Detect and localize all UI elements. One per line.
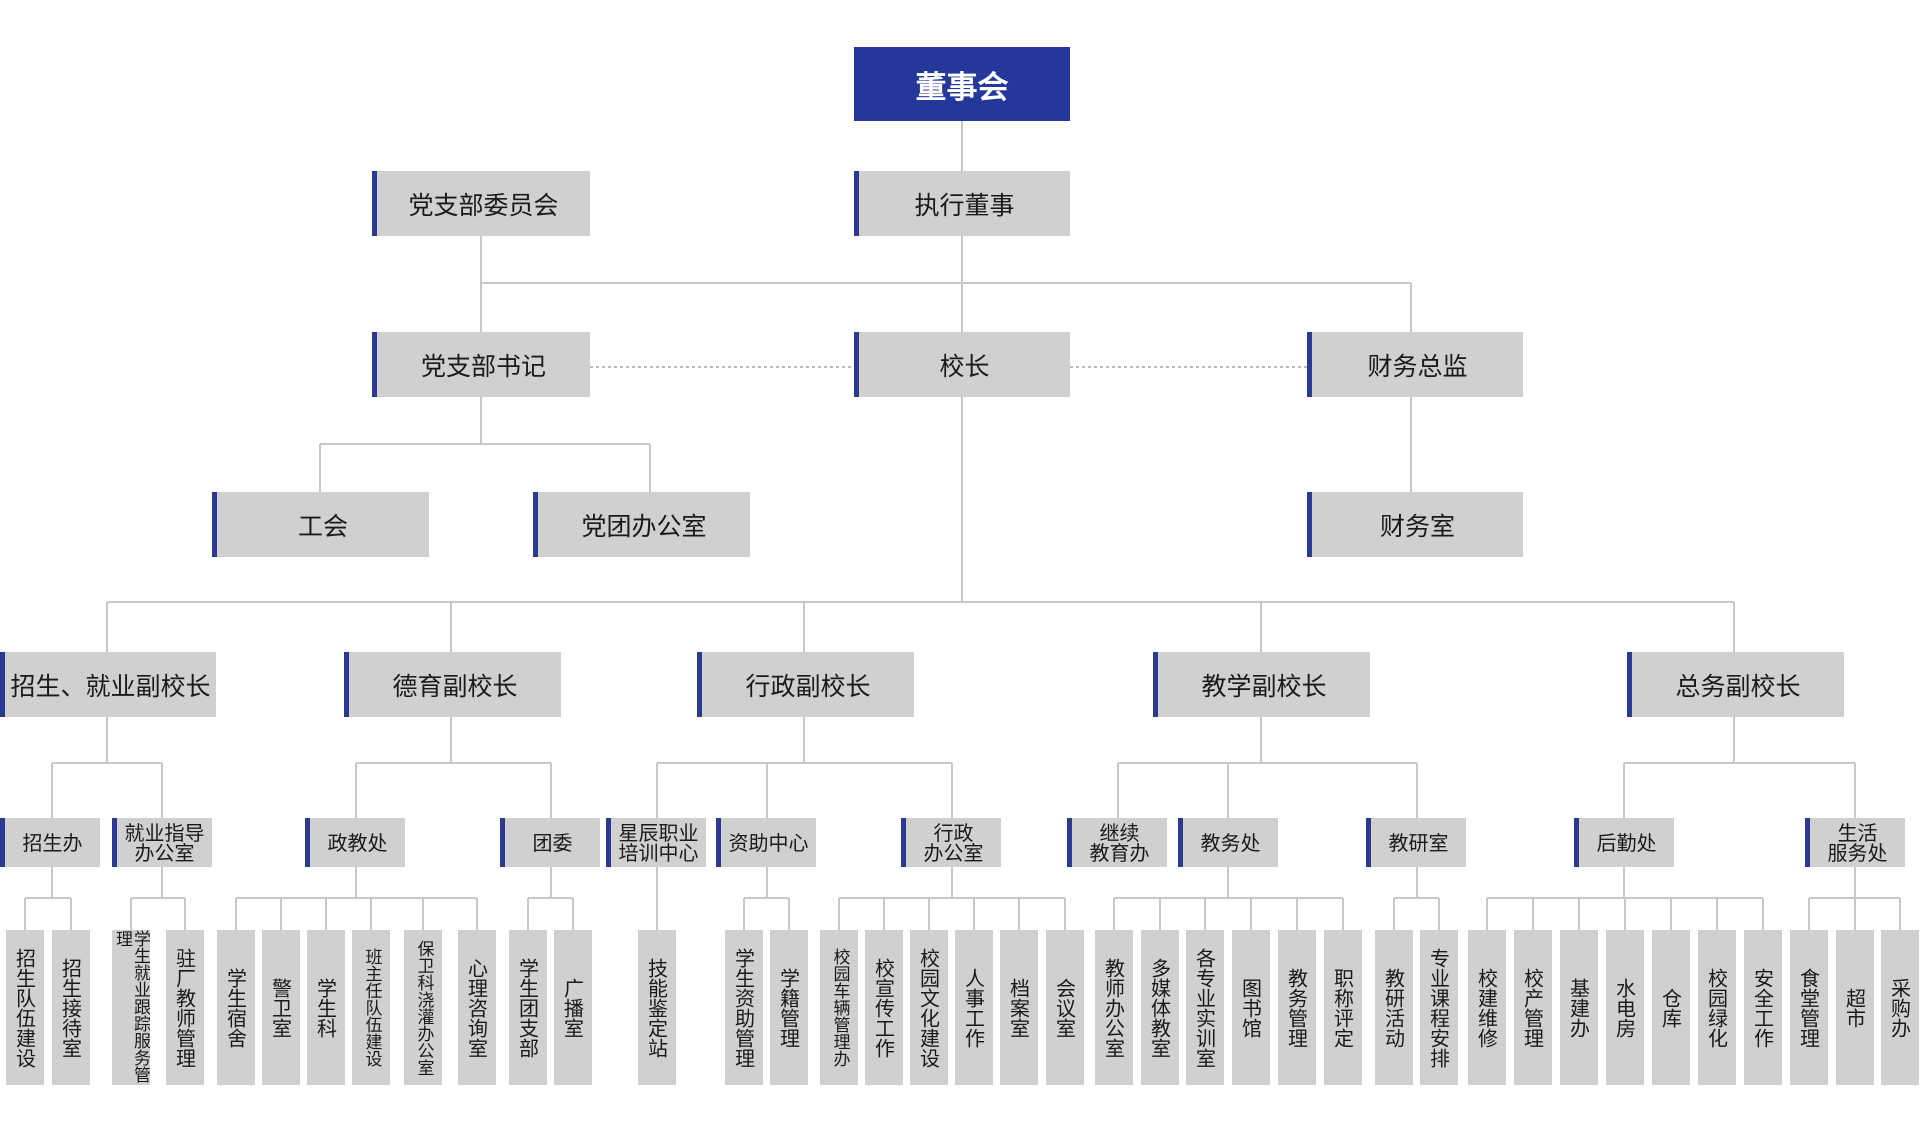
leaf-logistics-6: 安全工作 <box>1744 930 1782 1085</box>
leaf-logistics-3: 水电房 <box>1606 930 1644 1085</box>
dept-life-box: 生活 服务处 <box>1805 818 1905 867</box>
dept-academic-box: 教务处 <box>1178 818 1278 867</box>
leaf-academic-4: 教务管理 <box>1278 930 1316 1085</box>
leaf-academic-3: 图书馆 <box>1232 930 1270 1085</box>
leaf-academic-2: 各专业实训室 <box>1186 930 1224 1085</box>
vp-general-box: 总务副校长 <box>1627 652 1844 717</box>
leaf-academic-1: 多媒体教室 <box>1141 930 1179 1085</box>
leaf-logistics-0: 校建维修 <box>1468 930 1506 1085</box>
leaf-admin-office-1: 校宣传工作 <box>865 930 903 1085</box>
dept-admin-office-box: 行政 办公室 <box>901 818 1001 867</box>
leaf-politics-0: 学生宿舍 <box>217 930 255 1085</box>
union-box: 工会 <box>212 492 429 557</box>
dept-aid-box: 资助中心 <box>716 818 816 867</box>
dept-enroll-office-box: 招生办 <box>0 818 100 867</box>
leaf-employment-1: 驻厂教师管理 <box>166 930 204 1085</box>
dept-aid-label: 资助中心 <box>728 830 809 855</box>
leaf-league-0: 学生团支部 <box>509 930 547 1085</box>
leaf-research-1: 专业课程安排 <box>1420 930 1458 1085</box>
party-office-label: 党团办公室 <box>581 511 707 541</box>
leaf-politics-4: 保卫科浇灌办公室 <box>404 930 442 1085</box>
vp-general-label: 总务副校长 <box>1675 671 1801 701</box>
exec-director-label: 执行董事 <box>914 190 1015 220</box>
principal-box: 校长 <box>854 332 1070 397</box>
vp-teaching-label: 教学副校长 <box>1201 671 1327 701</box>
leaf-enroll-office-0: 招生队伍建设 <box>6 930 44 1085</box>
leaf-politics-3: 班主任队伍建设 <box>352 930 390 1085</box>
leaf-admin-office-4: 档案室 <box>1000 930 1038 1085</box>
dept-employment-box: 就业指导 办公室 <box>112 818 212 867</box>
party-secretary-box: 党支部书记 <box>372 332 590 397</box>
leaf-logistics-4: 仓库 <box>1652 930 1690 1085</box>
leaf-league-1: 广播室 <box>554 930 592 1085</box>
leaf-admin-office-3: 人事工作 <box>955 930 993 1085</box>
leaf-academic-5: 职称评定 <box>1324 930 1362 1085</box>
leaf-academic-0: 教师办公室 <box>1095 930 1133 1085</box>
party-secretary-label: 党支部书记 <box>420 351 546 381</box>
vp-enroll-label: 招生、就业副校长 <box>10 671 211 701</box>
leaf-life-1: 超市 <box>1836 930 1874 1085</box>
dept-continuing-box: 继续 教育办 <box>1067 818 1167 867</box>
leaf-logistics-2: 基建办 <box>1560 930 1598 1085</box>
vp-enroll-box: 招生、就业副校长 <box>0 652 216 717</box>
leaf-admin-office-2: 校园文化建设 <box>910 930 948 1085</box>
cfo-box: 财务总监 <box>1307 332 1523 397</box>
dept-league-box: 团委 <box>500 818 600 867</box>
finance-office-label: 财务室 <box>1379 511 1455 541</box>
vp-admin-label: 行政副校长 <box>745 671 871 701</box>
leaf-life-2: 采购办 <box>1881 930 1919 1085</box>
vp-teaching-box: 教学副校长 <box>1153 652 1370 717</box>
vp-moral-label: 德育副校长 <box>392 671 518 701</box>
cfo-label: 财务总监 <box>1367 351 1468 381</box>
leaf-life-0: 食堂管理 <box>1790 930 1828 1085</box>
party-committee-label: 党支部委员会 <box>408 190 559 220</box>
leaf-employment-0: 学生就业跟踪服务管理 <box>112 930 150 1085</box>
vp-moral-box: 德育副校长 <box>344 652 561 717</box>
dept-admin-office-label: 行政 办公室 <box>923 820 984 865</box>
dept-xingchen-box: 星辰职业 培训中心 <box>606 818 706 867</box>
leaf-admin-office-5: 会议室 <box>1046 930 1084 1085</box>
leaf-logistics-1: 校产管理 <box>1514 930 1552 1085</box>
dept-enroll-office-label: 招生办 <box>22 830 83 855</box>
leaf-aid-1: 学籍管理 <box>770 930 808 1085</box>
leaf-admin-office-0: 校园车辆管理办 <box>820 930 858 1085</box>
leaf-xingchen-0: 技能鉴定站 <box>638 930 676 1085</box>
leaf-logistics-5: 校园绿化 <box>1698 930 1736 1085</box>
dept-academic-label: 教务处 <box>1200 830 1261 855</box>
dept-xingchen-label: 星辰职业 培训中心 <box>618 820 699 865</box>
board-label: 董事会 <box>915 69 1009 106</box>
leaf-politics-2: 学生科 <box>307 930 345 1085</box>
dept-research-box: 教研室 <box>1366 818 1466 867</box>
dept-politics-label: 政教处 <box>327 830 388 855</box>
leaf-politics-1: 警卫室 <box>262 930 300 1085</box>
dept-politics-box: 政教处 <box>305 818 405 867</box>
board-box: 董事会 <box>854 47 1070 121</box>
dept-logistics-label: 后勤处 <box>1596 830 1657 855</box>
principal-label: 校长 <box>939 351 990 381</box>
dept-league-label: 团委 <box>532 830 573 855</box>
dept-employment-label: 就业指导 办公室 <box>124 820 205 865</box>
leaf-aid-0: 学生资助管理 <box>725 930 763 1085</box>
leaf-politics-5: 心理咨询室 <box>458 930 496 1085</box>
party-office-box: 党团办公室 <box>533 492 750 557</box>
leaf-research-0: 教研活动 <box>1375 930 1413 1085</box>
party-committee-box: 党支部委员会 <box>372 171 590 236</box>
vp-admin-box: 行政副校长 <box>697 652 914 717</box>
union-label: 工会 <box>297 511 348 541</box>
exec-director-box: 执行董事 <box>854 171 1070 236</box>
dept-life-label: 生活 服务处 <box>1827 820 1888 865</box>
finance-office-box: 财务室 <box>1307 492 1523 557</box>
dept-continuing-label: 继续 教育办 <box>1089 820 1150 865</box>
leaf-enroll-office-1: 招生接待室 <box>52 930 90 1085</box>
dept-logistics-box: 后勤处 <box>1574 818 1674 867</box>
dept-research-label: 教研室 <box>1388 830 1449 855</box>
